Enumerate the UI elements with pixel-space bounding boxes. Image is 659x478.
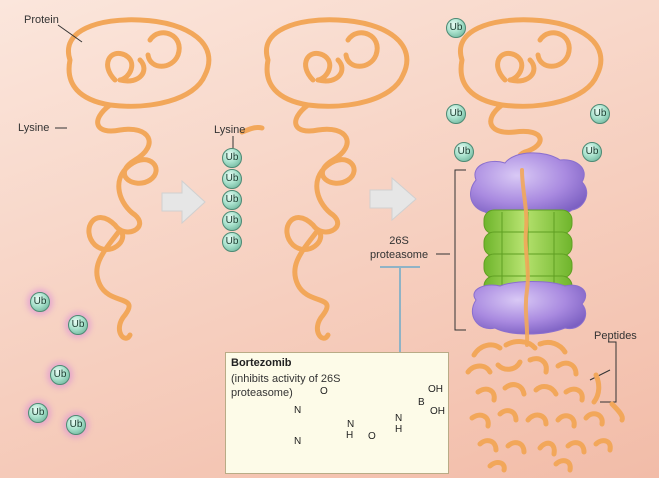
inhibition-marker	[380, 266, 420, 352]
released-ubiquitin-4: Ub	[454, 142, 474, 162]
atom-b: B	[418, 397, 425, 408]
released-ubiquitin-1: Ub	[446, 18, 466, 38]
released-ubiquitin-2: Ub	[446, 104, 466, 124]
protein-strand-2	[239, 17, 410, 341]
proteasome-label: 26S proteasome	[370, 235, 429, 261]
leader-lines	[55, 24, 617, 403]
ubiquitin-chain-2: Ub	[222, 169, 242, 189]
free-ubiquitin-3: Ub	[50, 365, 70, 385]
protein-strand-1	[65, 17, 212, 341]
atom-h-amide-1: H	[346, 430, 354, 441]
bortezomib-box: Bortezomib (inhibits activity of 26S pro…	[225, 352, 449, 474]
free-ubiquitin-4: Ub	[28, 403, 48, 423]
peptide-fragments	[465, 339, 625, 473]
atom-oh-1: OH	[428, 384, 443, 395]
lysine-label-2: Lysine	[214, 124, 246, 136]
protein-strand-3	[457, 17, 604, 173]
peptides-label: Peptides	[594, 330, 637, 342]
atom-o-2: O	[368, 431, 376, 442]
free-ubiquitin-2: Ub	[68, 315, 88, 335]
atom-n-amide-1: N	[347, 419, 355, 430]
ubiquitin-chain-1: Ub	[222, 148, 242, 168]
atom-n-amide-2: N	[395, 413, 403, 424]
atom-n-ring-2: N	[294, 436, 302, 447]
bortezomib-description: (inhibits activity of 26S proteasome)	[231, 373, 341, 399]
ubiquitin-chain-4: Ub	[222, 211, 242, 231]
ubiquitin-chain-3: Ub	[222, 190, 242, 210]
proteasome-26s	[470, 152, 588, 347]
protein-label: Protein	[24, 14, 59, 26]
atom-o-1: O	[320, 386, 328, 397]
lysine-label-1: Lysine	[18, 122, 50, 134]
atom-n-ring-1: N	[294, 405, 302, 416]
released-ubiquitin-3: Ub	[590, 104, 610, 124]
bortezomib-name: Bortezomib	[231, 357, 292, 369]
atom-h-amide-2: H	[395, 424, 403, 435]
ubiquitin-chain-5: Ub	[222, 232, 242, 252]
released-ubiquitin-5: Ub	[582, 142, 602, 162]
free-ubiquitin-1: Ub	[30, 292, 50, 312]
process-arrows	[161, 176, 417, 225]
free-ubiquitin-5: Ub	[66, 415, 86, 435]
atom-oh-2: OH	[430, 406, 445, 417]
